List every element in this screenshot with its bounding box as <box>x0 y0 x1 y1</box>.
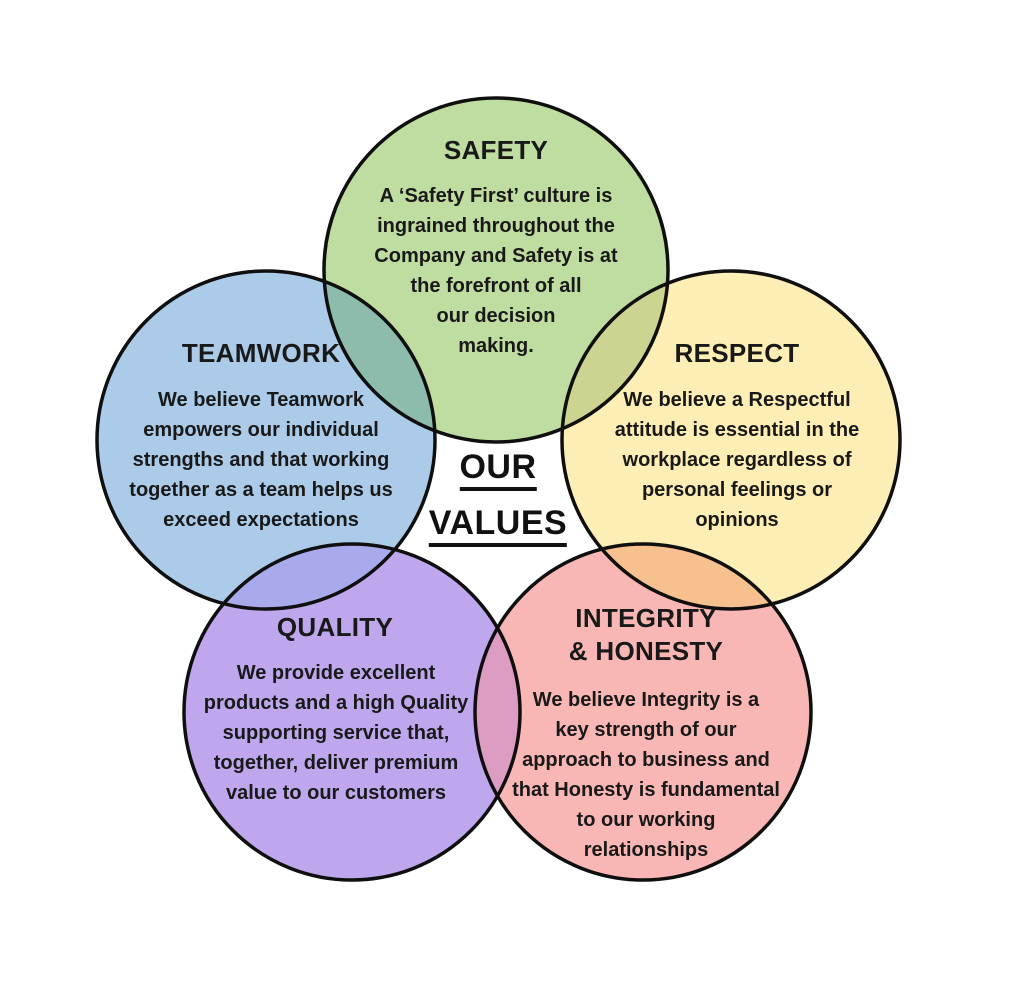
safety-description: A ‘Safety First’ culture is ingrained th… <box>374 185 618 357</box>
center-title-values: VALUES <box>428 505 568 547</box>
teamwork-circle-outline <box>95 269 437 611</box>
respect-description: We believe a Respectful attitude is esse… <box>614 389 860 531</box>
overlap-safety-teamwork <box>324 271 435 442</box>
center-title: OUR VALUES <box>428 448 568 560</box>
integrity-circle-outline <box>473 542 813 882</box>
quality-title: QUALITY <box>276 612 394 642</box>
safety-circle-outline <box>322 96 670 444</box>
teamwork-title: TEAMWORK <box>181 338 341 368</box>
quality-description: We provide excellent products and a high… <box>203 662 469 804</box>
quality-circle-fill <box>184 544 520 880</box>
quality-circle-outline <box>182 542 522 882</box>
teamwork-description: We believe Teamwork empowers our individ… <box>129 389 393 531</box>
integrity-circle-fill <box>475 544 811 880</box>
respect-circle-outline <box>560 269 902 611</box>
safety-title: SAFETY <box>443 135 549 165</box>
integrity-honesty-title: INTEGRITY & HONESTY <box>568 603 724 666</box>
center-title-our: OUR <box>459 449 537 491</box>
respect-title: RESPECT <box>674 338 800 368</box>
integrity-honesty-description: We believe Integrity is a key strength o… <box>512 689 780 861</box>
